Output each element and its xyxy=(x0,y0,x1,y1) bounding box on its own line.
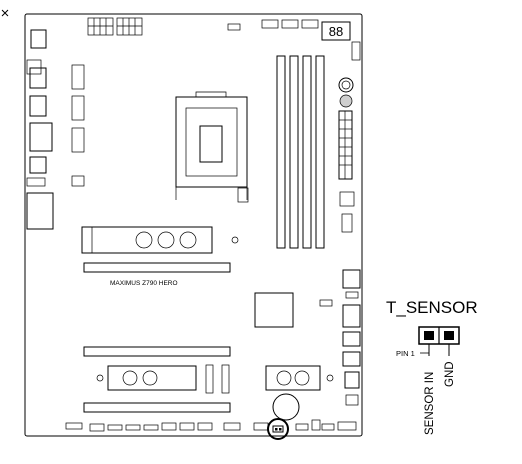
mount-hole-mid xyxy=(231,236,239,244)
pin-label-sensor-in: SENSOR IN xyxy=(424,372,436,435)
pin-label-gnd: GND xyxy=(444,361,456,387)
m2-vertical-slot-a xyxy=(205,364,214,394)
q-code-display xyxy=(321,21,351,41)
right-edge-connectors xyxy=(342,269,361,406)
top-header-small xyxy=(227,23,241,31)
sata-right xyxy=(319,299,333,307)
m2-slot-lower-left xyxy=(96,365,197,391)
corner-arrow-icon xyxy=(1,9,9,17)
pcie-slot-1 xyxy=(83,262,231,273)
atx-power-connector xyxy=(338,110,353,180)
rear-io-panel xyxy=(26,29,85,230)
cpu-power-connectors xyxy=(87,17,143,36)
board-model-label: MAXIMUS Z790 HERO xyxy=(110,280,178,287)
cpu-socket xyxy=(175,91,249,203)
pin1-label: PIN 1 xyxy=(396,349,415,358)
t-sensor-header[interactable] xyxy=(272,425,284,433)
usb-header-right xyxy=(341,213,353,233)
connector-detail: T_SENSOR PIN 1 SENSOR IN GND xyxy=(386,298,478,435)
dimm-slots xyxy=(276,55,325,249)
chipset-heatsink xyxy=(254,292,294,328)
pcie-slot-2 xyxy=(83,346,231,357)
capacitor-top-inner xyxy=(341,80,351,90)
board-outline xyxy=(24,13,363,437)
motherboard: 88 xyxy=(24,13,363,440)
connector-title: T_SENSOR xyxy=(386,298,478,317)
pin-header-detail xyxy=(418,326,460,356)
m2-slot-lower-right xyxy=(265,365,334,391)
bottom-headers xyxy=(65,419,357,432)
highlight-circle xyxy=(267,418,289,440)
capacitor-top xyxy=(338,77,354,93)
pcie-slot-3 xyxy=(83,402,231,413)
right-top-header xyxy=(351,41,361,61)
m2-vertical-slot-b xyxy=(221,364,230,394)
top-fan-headers xyxy=(261,19,319,29)
q-code-readout: 88 xyxy=(329,24,343,39)
pin-1-square xyxy=(424,331,434,340)
capacitor-mid xyxy=(339,94,353,108)
pin-2-square xyxy=(444,331,454,340)
m2-slot-upper xyxy=(81,226,213,254)
aux-power-connector xyxy=(339,191,355,207)
cmos-battery xyxy=(272,393,300,421)
